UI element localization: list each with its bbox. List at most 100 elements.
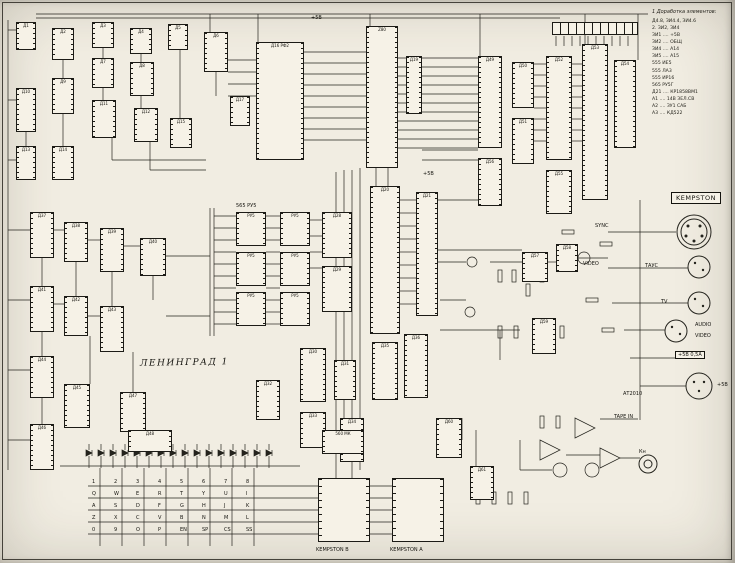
ic-label: Д11 bbox=[99, 101, 109, 106]
key-label: 2 bbox=[114, 479, 118, 485]
ic-block: РУ5 bbox=[236, 212, 266, 246]
ic-label: Д20 bbox=[380, 187, 390, 192]
ic-label: Д33 bbox=[308, 413, 318, 418]
key-label: O bbox=[136, 527, 140, 533]
ic-label: Z80 bbox=[378, 27, 386, 32]
ic-label: Д50 bbox=[518, 63, 528, 68]
key-label: L bbox=[246, 515, 249, 521]
ic-block: Д30 bbox=[300, 348, 326, 402]
ic-block: Д14 bbox=[52, 146, 74, 180]
key-label: H bbox=[202, 503, 206, 509]
ic-block: Д60 bbox=[436, 418, 462, 458]
ic-label: Д29 bbox=[332, 267, 342, 272]
key-label: I bbox=[246, 491, 248, 497]
ic-label: Д21 bbox=[422, 193, 432, 198]
ic-label: Д32 bbox=[263, 381, 273, 386]
schematic-label: +5В 0,5А bbox=[675, 351, 705, 359]
ic-label: Д53 bbox=[590, 45, 600, 50]
note-line: 555 ИЕ5 bbox=[652, 61, 672, 67]
schematic-label: ТАУС bbox=[645, 263, 659, 269]
key-label: SS bbox=[246, 527, 253, 533]
key-label: N bbox=[202, 515, 206, 521]
schematic-label: TAPE IN bbox=[614, 414, 634, 420]
key-label: 7 bbox=[224, 479, 228, 485]
schematic-label: KEMPSTON А bbox=[390, 547, 423, 553]
ic-label: Д46 bbox=[37, 425, 47, 430]
schematic-label: +5В bbox=[717, 382, 728, 388]
ic-block: Д17 bbox=[230, 96, 250, 126]
key-label: E bbox=[136, 491, 140, 497]
ic-block: РУ5 bbox=[280, 252, 310, 286]
ic-label: Д7 bbox=[100, 59, 106, 64]
din-connectors bbox=[638, 214, 713, 474]
key-label: 8 bbox=[246, 479, 250, 485]
key-label: W bbox=[114, 491, 119, 497]
ic-label: Д10 bbox=[21, 89, 31, 94]
schematic-label: Кн bbox=[639, 449, 646, 455]
ic-block: Z80 bbox=[366, 26, 398, 168]
ic-label: Д5 bbox=[175, 25, 181, 30]
ic-label: Д8 bbox=[139, 63, 145, 68]
key-label: P bbox=[158, 527, 162, 533]
ic-block: Д3 bbox=[92, 22, 114, 48]
ic-block: Д46 bbox=[30, 424, 54, 470]
ic-block: Д21 bbox=[416, 192, 438, 316]
key-label: 1 bbox=[92, 479, 96, 485]
ic-label: Д34 bbox=[347, 419, 357, 424]
schematic-label: +5В bbox=[423, 171, 434, 177]
ic-label: Д57 bbox=[530, 253, 540, 258]
ic-block: Д50 bbox=[512, 62, 534, 108]
ic-label: Д48 bbox=[145, 431, 155, 436]
ic-label: Д37 bbox=[37, 213, 47, 218]
ic-block: Д5 bbox=[168, 24, 188, 50]
ic-block: Д15 bbox=[170, 118, 192, 148]
ic-label: Д6 bbox=[213, 33, 219, 38]
ic-block: Д36 bbox=[404, 334, 428, 398]
ic-block: Д35 bbox=[372, 342, 398, 400]
ic-block: Д16 РФ2 bbox=[256, 42, 304, 160]
ic-label: Д12 bbox=[141, 109, 151, 114]
ic-label: Д3 bbox=[100, 23, 106, 28]
ic-label: РУ5 bbox=[291, 253, 299, 258]
ic-block: Д59 bbox=[532, 318, 556, 354]
ic-block: Д28 bbox=[322, 212, 352, 258]
ic-label: Д60 bbox=[444, 419, 454, 424]
ic-block: Д56 bbox=[478, 158, 502, 206]
key-label: D bbox=[136, 503, 140, 509]
ic-label: РУ5 bbox=[247, 213, 255, 218]
ic-block: Д55 bbox=[546, 170, 572, 214]
schematic-label: 565 РУ5 bbox=[236, 203, 257, 209]
key-label: Q bbox=[92, 491, 96, 497]
ic-block: Д39 bbox=[100, 228, 124, 272]
ic-label: Д55 bbox=[554, 171, 564, 176]
pin-connector-box bbox=[392, 478, 444, 542]
ic-label: Д30 bbox=[308, 349, 318, 354]
ic-label: Д14 bbox=[58, 147, 68, 152]
key-label: U bbox=[224, 491, 228, 497]
ic-label: Д38 bbox=[71, 223, 81, 228]
schematic-label: VIDEO bbox=[583, 261, 599, 267]
key-label: SP bbox=[202, 527, 209, 533]
ic-block: РУ5 bbox=[236, 292, 266, 326]
key-label: Z bbox=[92, 515, 96, 521]
key-label: G bbox=[180, 503, 184, 509]
key-label: X bbox=[114, 515, 118, 521]
schematic-label: KEMPSTON В bbox=[316, 547, 349, 553]
ic-label: Д45 bbox=[72, 385, 82, 390]
ic-label: Д4 bbox=[138, 29, 144, 34]
ic-block: Д4 bbox=[130, 28, 152, 54]
note-line: ЗИ1 .... +5В bbox=[652, 32, 680, 38]
key-label: K bbox=[246, 503, 250, 509]
note-line: 555 ИР16 bbox=[652, 75, 675, 81]
ic-label: Д35 bbox=[380, 343, 390, 348]
ic-block: Д2 bbox=[52, 28, 74, 60]
ic-block: Д40 bbox=[140, 238, 166, 276]
ic-block: Д61 bbox=[470, 466, 494, 500]
ic-label: Д51 bbox=[518, 119, 528, 124]
ic-block: Д45 bbox=[64, 384, 90, 428]
rework-notes: 1 Доработка элементов: Д4.8, ЗИ4.4, ЗИ4.… bbox=[652, 9, 732, 117]
